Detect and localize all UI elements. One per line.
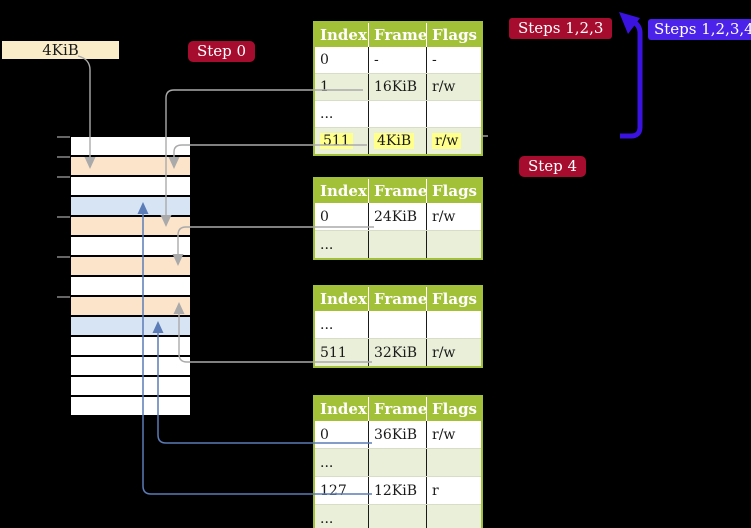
memory-frame-row	[71, 377, 190, 395]
table-cell	[426, 311, 481, 338]
table-cell: r/w	[426, 421, 481, 448]
table-header-cell: Frame	[368, 287, 426, 311]
table-cell: 12KiB	[368, 477, 426, 504]
table-header-cell: Flags	[426, 287, 481, 311]
table-header-cell: Index	[320, 26, 367, 44]
table-cell: 36KiB	[368, 421, 426, 448]
table-cell: 511	[320, 344, 347, 361]
memory-frame-row	[71, 397, 190, 415]
table-row: 511 4KiB r/w	[315, 127, 481, 154]
table-cell: r/w	[426, 128, 481, 154]
table-row: ...	[315, 448, 481, 476]
memory-frame-row	[71, 197, 190, 215]
table-header-cell: Frame	[368, 179, 426, 203]
memory-frame-row	[71, 137, 190, 155]
memory-column	[71, 137, 190, 417]
tick-marks	[57, 136, 70, 298]
step0-badge: Step 0	[188, 41, 256, 62]
table-cell: r/w	[426, 339, 481, 366]
table-row: ...	[315, 504, 481, 528]
step4-badge: Step 4	[519, 156, 587, 177]
table-header-cell: Flags	[426, 23, 481, 47]
table-header-cell: Index	[320, 290, 367, 308]
steps1234-badge: Steps 1,2,3,4	[648, 19, 751, 40]
table-cell	[426, 101, 481, 127]
table-cell	[368, 231, 426, 258]
highlighted-value: 4KiB	[374, 133, 415, 149]
table-cell: 0	[320, 426, 329, 443]
highlighted-value: 511	[320, 133, 353, 149]
table-cell: 1	[320, 79, 329, 95]
table-cell: 4KiB	[368, 128, 426, 154]
recursive-loop-arrow	[619, 12, 643, 139]
table-cell: 127	[320, 482, 347, 499]
table-cell: ...	[320, 106, 334, 122]
table-cell	[426, 231, 481, 258]
table-cell	[426, 449, 481, 476]
memory-frame-row	[71, 217, 190, 235]
table-cell: ...	[320, 454, 334, 471]
table-cell	[368, 101, 426, 127]
table-cell: -	[426, 47, 481, 73]
table-header-cell: Flags	[426, 179, 481, 203]
memory-frame-row	[71, 277, 190, 295]
table-cell: r	[426, 477, 481, 504]
table-header-cell: Index	[320, 182, 367, 200]
table-row: ...	[315, 230, 481, 258]
table-cell	[368, 505, 426, 528]
table-cell: -	[368, 47, 426, 73]
table-cell: 0	[320, 208, 329, 225]
frame-size-label: 4KiB	[2, 41, 119, 59]
highlighted-value: r/w	[432, 133, 462, 149]
table-cell: ...	[320, 316, 334, 333]
table-row: ...	[315, 311, 481, 338]
table-cell: ...	[320, 510, 334, 527]
table-cell: 24KiB	[368, 203, 426, 230]
table-cell: 0	[320, 52, 329, 68]
table-cell: ...	[320, 236, 334, 253]
table-cell: r/w	[426, 203, 481, 230]
table-cell	[426, 505, 481, 528]
table-cell	[368, 449, 426, 476]
memory-frame-row	[71, 157, 190, 175]
memory-frame-row	[71, 297, 190, 315]
table-row: ...	[315, 100, 481, 127]
table-header-cell: Index	[320, 400, 367, 418]
table-header-cell: Frame	[368, 397, 426, 421]
table-header-cell: Flags	[426, 397, 481, 421]
memory-frame-row	[71, 237, 190, 255]
table-row: 0 --	[315, 47, 481, 73]
table-cell: r/w	[426, 74, 481, 100]
memory-frame-row	[71, 337, 190, 355]
memory-frame-row	[71, 177, 190, 195]
table-cell	[368, 311, 426, 338]
table-cell: 511	[315, 128, 368, 154]
table-cell: 16KiB	[368, 74, 426, 100]
memory-frame-row	[71, 357, 190, 375]
table-header-cell: Frame	[368, 23, 426, 47]
memory-frame-row	[71, 317, 190, 335]
steps123-badge: Steps 1,2,3	[509, 18, 613, 39]
table-cell: 32KiB	[368, 339, 426, 366]
memory-frame-row	[71, 257, 190, 275]
